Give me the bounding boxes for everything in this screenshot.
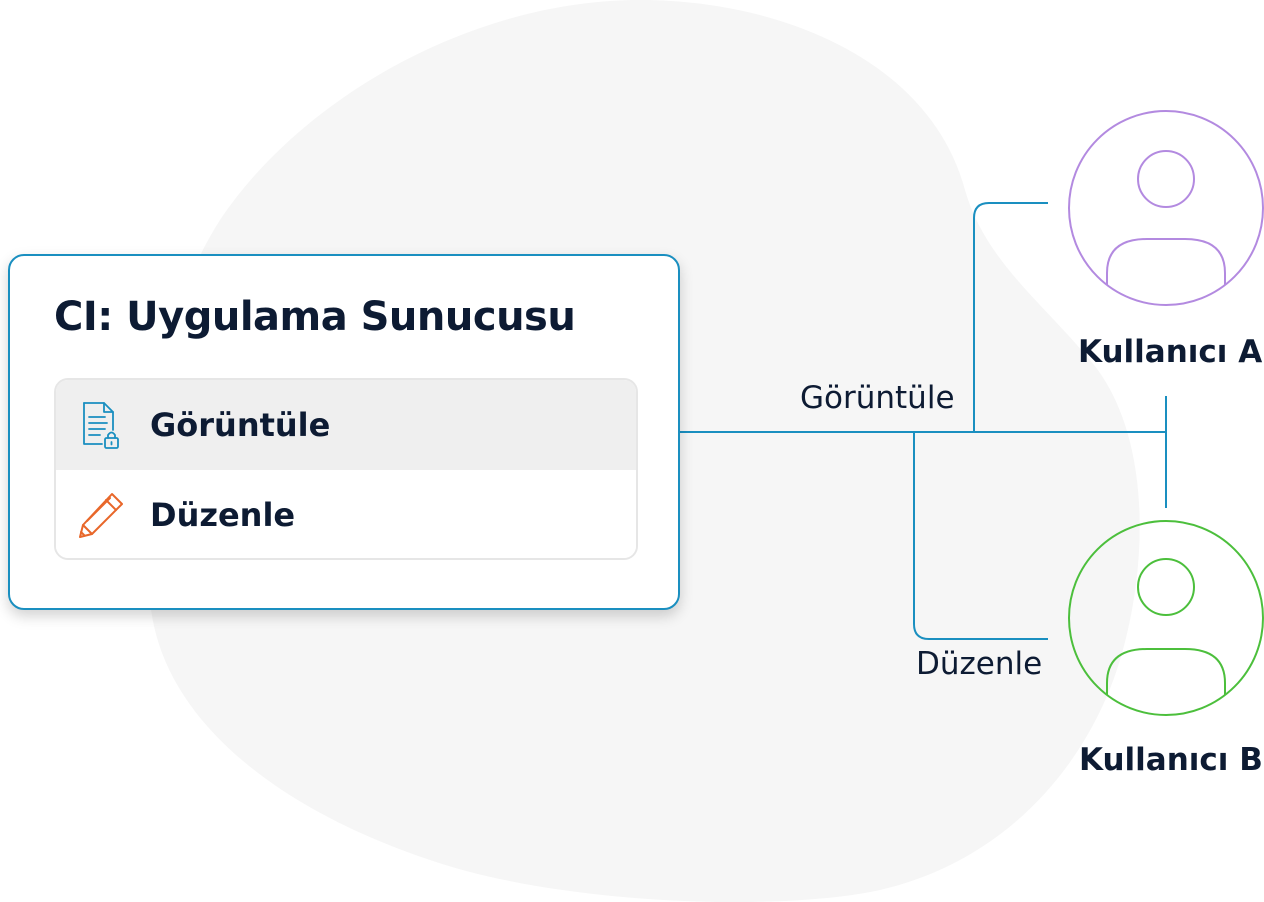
user-b-avatar[interactable] — [1067, 519, 1264, 717]
ci-card: CI: Uygulama Sunucusu Görüntüle — [8, 254, 680, 610]
user-avatar-icon — [1068, 110, 1264, 306]
ci-title: CI: Uygulama Sunucusu — [54, 294, 576, 340]
permission-label-view: Görüntüle — [150, 406, 331, 444]
connector-edit-branch — [913, 432, 1048, 640]
user-a-avatar[interactable] — [1067, 109, 1264, 307]
permission-row-view[interactable]: Görüntüle — [56, 380, 636, 470]
user-a-label: Kullanıcı A — [1078, 334, 1263, 370]
permission-list: Görüntüle Düzenle — [54, 378, 638, 560]
connector-view-branch — [973, 202, 1048, 432]
document-lock-icon — [83, 402, 119, 449]
connection-label-edit: Düzenle — [916, 646, 1043, 682]
user-b-label: Kullanıcı B — [1079, 742, 1263, 778]
user-avatar-icon — [1068, 520, 1264, 716]
permission-label-edit: Düzenle — [150, 496, 296, 534]
connection-label-view: Görüntüle — [800, 380, 955, 416]
permission-row-edit[interactable]: Düzenle — [56, 470, 636, 558]
pencil-icon — [79, 493, 123, 538]
